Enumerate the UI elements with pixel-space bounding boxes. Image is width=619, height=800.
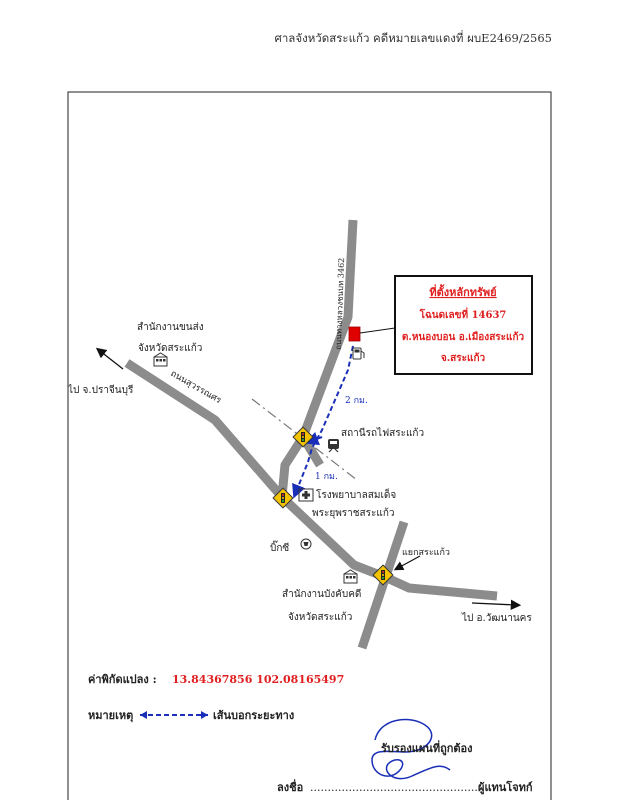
sign-label: ลงชื่อ [277, 779, 303, 794]
traffic-light-icon [272, 487, 294, 509]
arrow-to-prachinburi [95, 347, 124, 370]
distance-1km-label: 1 กม. [315, 472, 338, 482]
legend-route-label: เส้นบอกระยะทาง [213, 709, 294, 722]
shopping-icon [300, 538, 312, 550]
arrow-to-watthana [471, 599, 522, 610]
to-watthana-label: ไป อ.วัฒนานคร [461, 612, 532, 624]
hospital-label-2: พระยุพราชสระแก้ว [312, 507, 395, 519]
distance-2km-label: 2 กม. [345, 396, 368, 406]
suwannason-road-label: ถนนสุวรรณศร [169, 369, 223, 406]
hospital-label-1: โรงพยาบาลสมเด็จ [316, 487, 396, 501]
certify-label: รับรองแผนที่ถูกต้อง [381, 740, 473, 756]
building-icon [153, 352, 168, 367]
property-info-box [394, 275, 533, 375]
property-deed: โฉนดเลขที่ 14637 [419, 307, 507, 321]
suwannason-road [124, 359, 498, 601]
traffic-light-icon [372, 564, 394, 586]
signer-role: ผู้แทนโจทก์ [478, 780, 533, 795]
property-title: ที่ตั้งหลักทรัพย์ [429, 284, 496, 299]
gas-station-icon [352, 347, 365, 360]
property-address-2: จ.สระแก้ว [441, 352, 486, 364]
coordinates-value: 13.84367856 102.08165497 [172, 673, 344, 686]
signature-scribble [371, 718, 451, 780]
legend-arrow-left [140, 711, 147, 719]
road-3462-label: ถนนทางหลวงชนบท 3462 [334, 258, 346, 350]
legend-arrow-right [201, 711, 208, 719]
train-station-label: สถานีรถไฟสระแก้ว [341, 427, 424, 439]
enforcement-office-label-2: จังหวัดสระแก้ว [288, 611, 352, 623]
sa-kaeo-junction-label: แยกสระแก้ว [402, 547, 450, 558]
property-leader-line [359, 327, 396, 334]
arrow-to-junction [393, 555, 421, 571]
court-case-header: ศาลจังหวัดสระแก้ว คดีหมายเลขแดงที่ ผบE24… [274, 31, 552, 45]
hospital-icon [298, 488, 314, 502]
legend-label: หมายเหตุ [88, 709, 133, 723]
building-icon [343, 569, 358, 584]
train-icon [328, 439, 339, 453]
transport-office-label-2: จังหวัดสระแก้ว [138, 342, 202, 354]
enforcement-office-label-1: สำนักงานบังคับคดี [282, 588, 361, 600]
route-arrow [304, 432, 323, 446]
transport-office-label-1: สำนักงานขนส่ง [137, 322, 204, 333]
road-3462 [298, 219, 358, 439]
to-prachinburi-label: ไป จ.ปราจีนบุรี [67, 384, 134, 396]
connector-road [277, 434, 307, 498]
property-marker [348, 326, 361, 342]
property-address-1: ต.หนองบอน อ.เมืองสระแก้ว [402, 331, 525, 343]
map-frame [67, 91, 552, 800]
coordinates-label: ค่าพิกัดแปลง : [88, 673, 157, 686]
signature-dots: ........................................… [310, 781, 485, 794]
big-c-label: บิ๊กซี [270, 540, 289, 554]
traffic-light-icon [292, 426, 314, 448]
